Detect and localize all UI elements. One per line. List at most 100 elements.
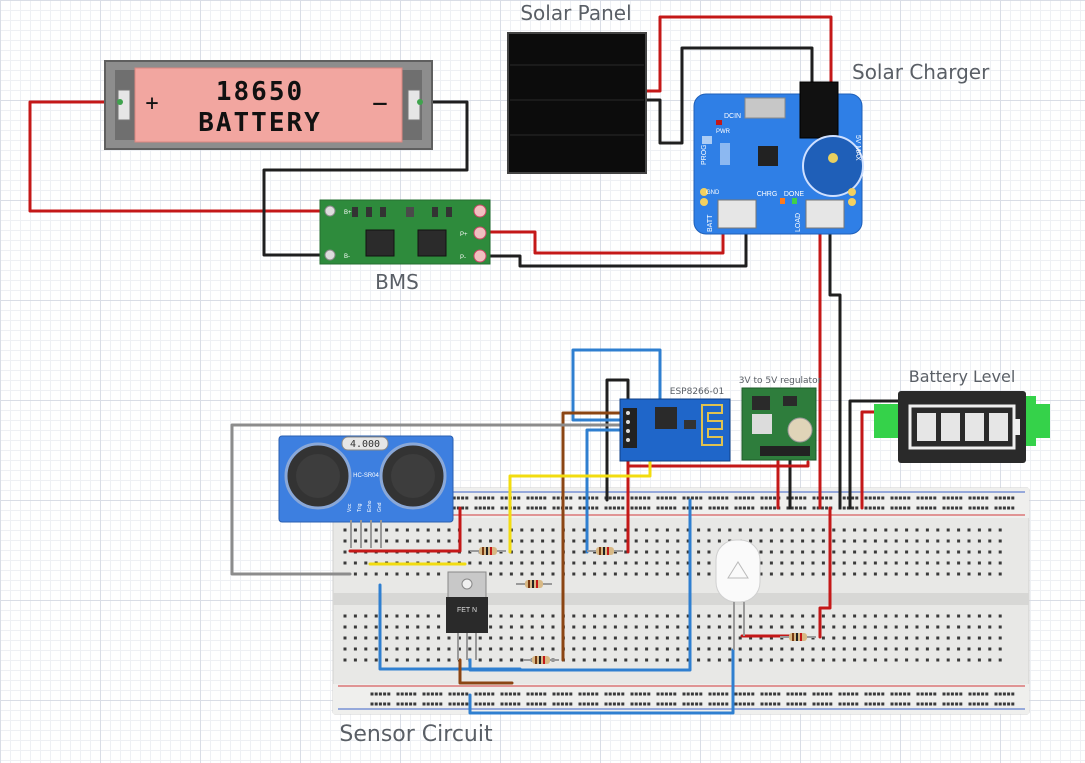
breadboard-hole	[468, 528, 472, 532]
breadboard-hole	[803, 506, 807, 510]
breadboard-hole	[676, 561, 680, 565]
breadboard-hole	[842, 539, 846, 543]
breadboard-hole	[842, 692, 846, 696]
breadboard-hole	[721, 496, 725, 500]
breadboard-hole	[749, 625, 753, 629]
breadboard-hole	[821, 658, 825, 662]
breadboard-hole	[556, 506, 560, 510]
breadboard-hole	[916, 506, 920, 510]
breadboard-hole	[998, 658, 1002, 662]
breadboard-hole	[864, 702, 868, 706]
breadboard-hole	[508, 702, 512, 706]
breadboard-hole	[673, 692, 677, 696]
solar-charger-board: PROG CHRG DONE BATT LOAD GND PWR DCIN 5V…	[693, 81, 864, 235]
breadboard-hole	[1002, 496, 1006, 500]
breadboard-hole	[582, 528, 586, 532]
breadboard-hole	[842, 658, 846, 662]
breadboard-hole	[624, 561, 628, 565]
breadboard-hole	[630, 702, 634, 706]
breadboard-hole	[873, 614, 877, 618]
breadboard-hole	[353, 561, 357, 565]
breadboard-hole	[933, 506, 937, 510]
breadboard-hole	[395, 636, 399, 640]
breadboard-hole	[751, 702, 755, 706]
breadboard-hole	[624, 658, 628, 662]
breadboard-hole	[582, 625, 586, 629]
breadboard-hole	[669, 692, 673, 696]
breadboard-hole	[582, 561, 586, 565]
breadboard-hole	[582, 636, 586, 640]
breadboard-hole	[634, 561, 638, 565]
breadboard-hole	[499, 647, 503, 651]
breadboard-hole	[712, 692, 716, 696]
breadboard-hole	[790, 539, 794, 543]
breadboard-hole	[884, 647, 888, 651]
breadboard-hole	[456, 496, 460, 500]
breadboard-hole	[697, 614, 701, 618]
breadboard-hole	[437, 636, 441, 640]
breadboard-hole	[738, 702, 742, 706]
label-solar-charger: Solar Charger	[852, 60, 990, 84]
breadboard-hole	[734, 692, 738, 696]
breadboard-hole	[374, 614, 378, 618]
breadboard-hole	[530, 702, 534, 706]
breadboard-hole	[697, 561, 701, 565]
breadboard-hole	[803, 496, 807, 500]
breadboard-hole	[738, 528, 742, 532]
breadboard-hole	[863, 614, 867, 618]
breadboard-hole	[416, 658, 420, 662]
breadboard-hole	[708, 692, 712, 696]
breadboard-hole	[759, 539, 763, 543]
breadboard-hole	[846, 506, 850, 510]
breadboard-hole	[873, 550, 877, 554]
breadboard-hole	[769, 572, 773, 576]
breadboard-hole	[898, 702, 902, 706]
breadboard-hole	[452, 506, 456, 510]
breadboard-hole	[489, 572, 493, 576]
breadboard-hole	[946, 636, 950, 640]
breadboard-hole	[613, 572, 617, 576]
breadboard-hole	[821, 636, 825, 640]
breadboard-hole	[604, 692, 608, 696]
breadboard-hole	[877, 692, 881, 696]
breadboard-hole	[933, 496, 937, 500]
breadboard-hole	[955, 496, 959, 500]
breadboard-hole	[905, 625, 909, 629]
breadboard-hole	[894, 539, 898, 543]
breadboard-hole	[364, 647, 368, 651]
breadboard-hole	[749, 614, 753, 618]
breadboard-hole	[513, 702, 517, 706]
breadboard-hole	[905, 561, 909, 565]
breadboard-hole	[894, 636, 898, 640]
breadboard-hole	[915, 614, 919, 618]
breadboard-hole	[820, 496, 824, 500]
breadboard-hole	[946, 658, 950, 662]
breadboard-hole	[655, 647, 659, 651]
breadboard-hole	[725, 496, 729, 500]
breadboard-hole	[556, 496, 560, 500]
breadboard-hole	[520, 658, 524, 662]
breadboard-hole	[842, 561, 846, 565]
breadboard-hole	[915, 658, 919, 662]
breadboard-hole	[591, 692, 595, 696]
breadboard-hole	[695, 692, 699, 696]
sonar-pin-echo: Echo	[367, 500, 373, 512]
breadboard-hole	[478, 702, 482, 706]
breadboard-hole	[478, 647, 482, 651]
breadboard-hole	[686, 572, 690, 576]
breadboard-hole	[717, 658, 721, 662]
breadboard-hole	[697, 550, 701, 554]
breadboard-hole	[738, 647, 742, 651]
breadboard-hole	[851, 496, 855, 500]
breadboard-hole	[638, 702, 642, 706]
breadboard-hole	[905, 658, 909, 662]
breadboard-hole	[957, 658, 961, 662]
wire-fet-blue	[468, 498, 692, 672]
breadboard-hole	[821, 550, 825, 554]
breadboard-hole	[925, 561, 929, 565]
breadboard-hole	[946, 561, 950, 565]
breadboard-hole	[551, 561, 555, 565]
breadboard-hole	[967, 572, 971, 576]
breadboard-hole	[487, 496, 491, 500]
breadboard-hole	[504, 692, 508, 696]
